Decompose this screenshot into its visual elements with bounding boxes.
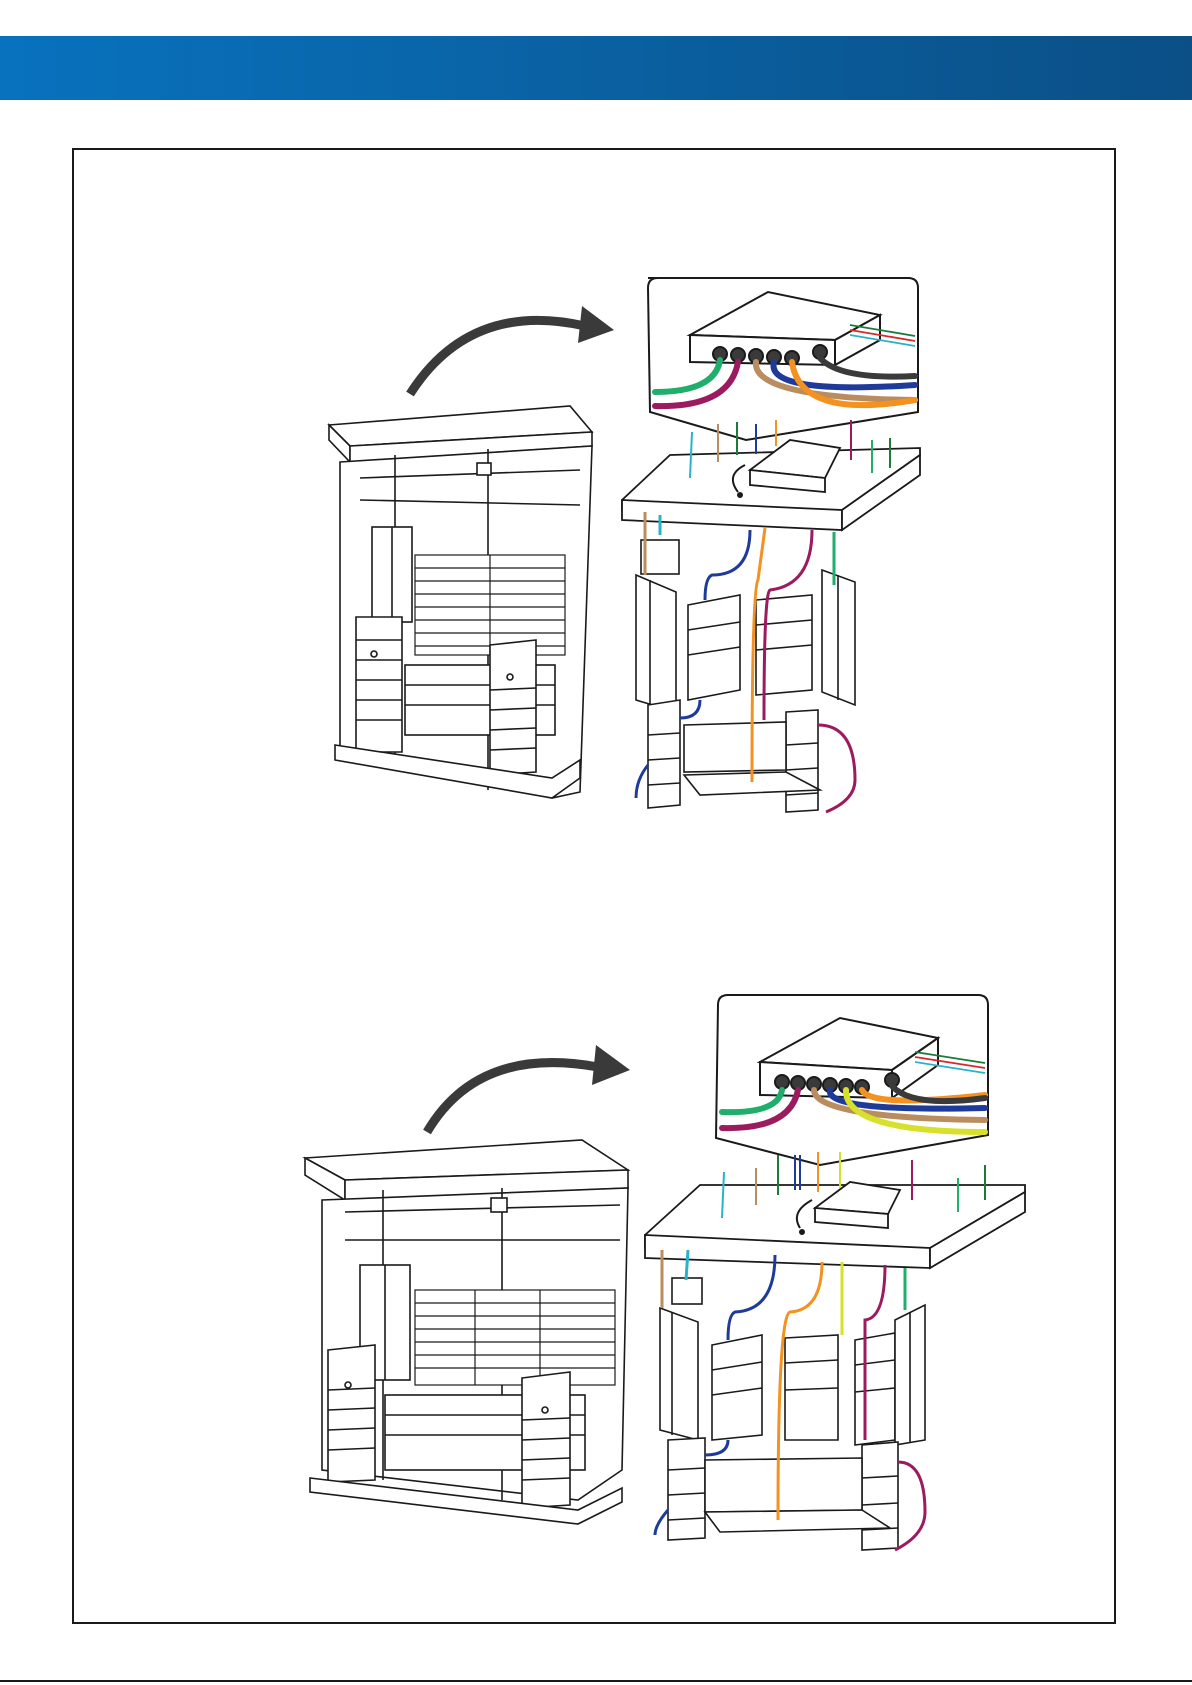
control-box-callout [648, 278, 918, 440]
figure-2 [305, 995, 1025, 1550]
ceiling-panel [622, 440, 920, 530]
exploded-panels [660, 1278, 925, 1550]
sauna-cabin-icon [305, 1140, 628, 1524]
curved-arrow-icon [410, 306, 614, 394]
figure-1 [329, 278, 920, 812]
ceiling-panel [645, 1182, 1025, 1268]
control-box-callout [716, 995, 988, 1165]
curved-arrow-icon [427, 1045, 630, 1132]
sauna-cabin-icon [329, 406, 592, 798]
exploded-panels [636, 540, 855, 812]
